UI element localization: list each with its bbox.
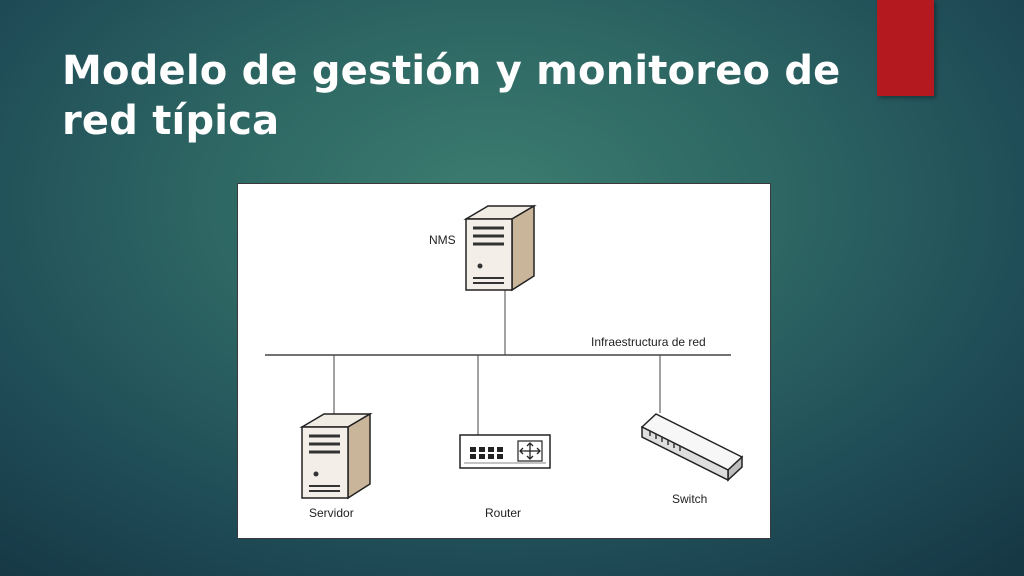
server-icon	[299, 412, 373, 500]
switch-label: Switch	[672, 492, 708, 506]
server-label: Servidor	[309, 506, 354, 520]
nms-server-icon	[463, 204, 537, 292]
accent-bar	[877, 0, 934, 96]
slide-title: Modelo de gestión y monitoreo de red típ…	[62, 48, 841, 144]
switch-icon	[640, 413, 744, 482]
router-label: Router	[485, 506, 522, 520]
network-infrastructure-label: Infraestructura de red	[591, 335, 706, 349]
network-diagram: NMS Infraestructura de red Servidor Rout…	[237, 183, 771, 539]
router-icon	[459, 434, 551, 469]
nms-label: NMS	[429, 233, 456, 247]
diagram-canvas	[265, 204, 744, 500]
